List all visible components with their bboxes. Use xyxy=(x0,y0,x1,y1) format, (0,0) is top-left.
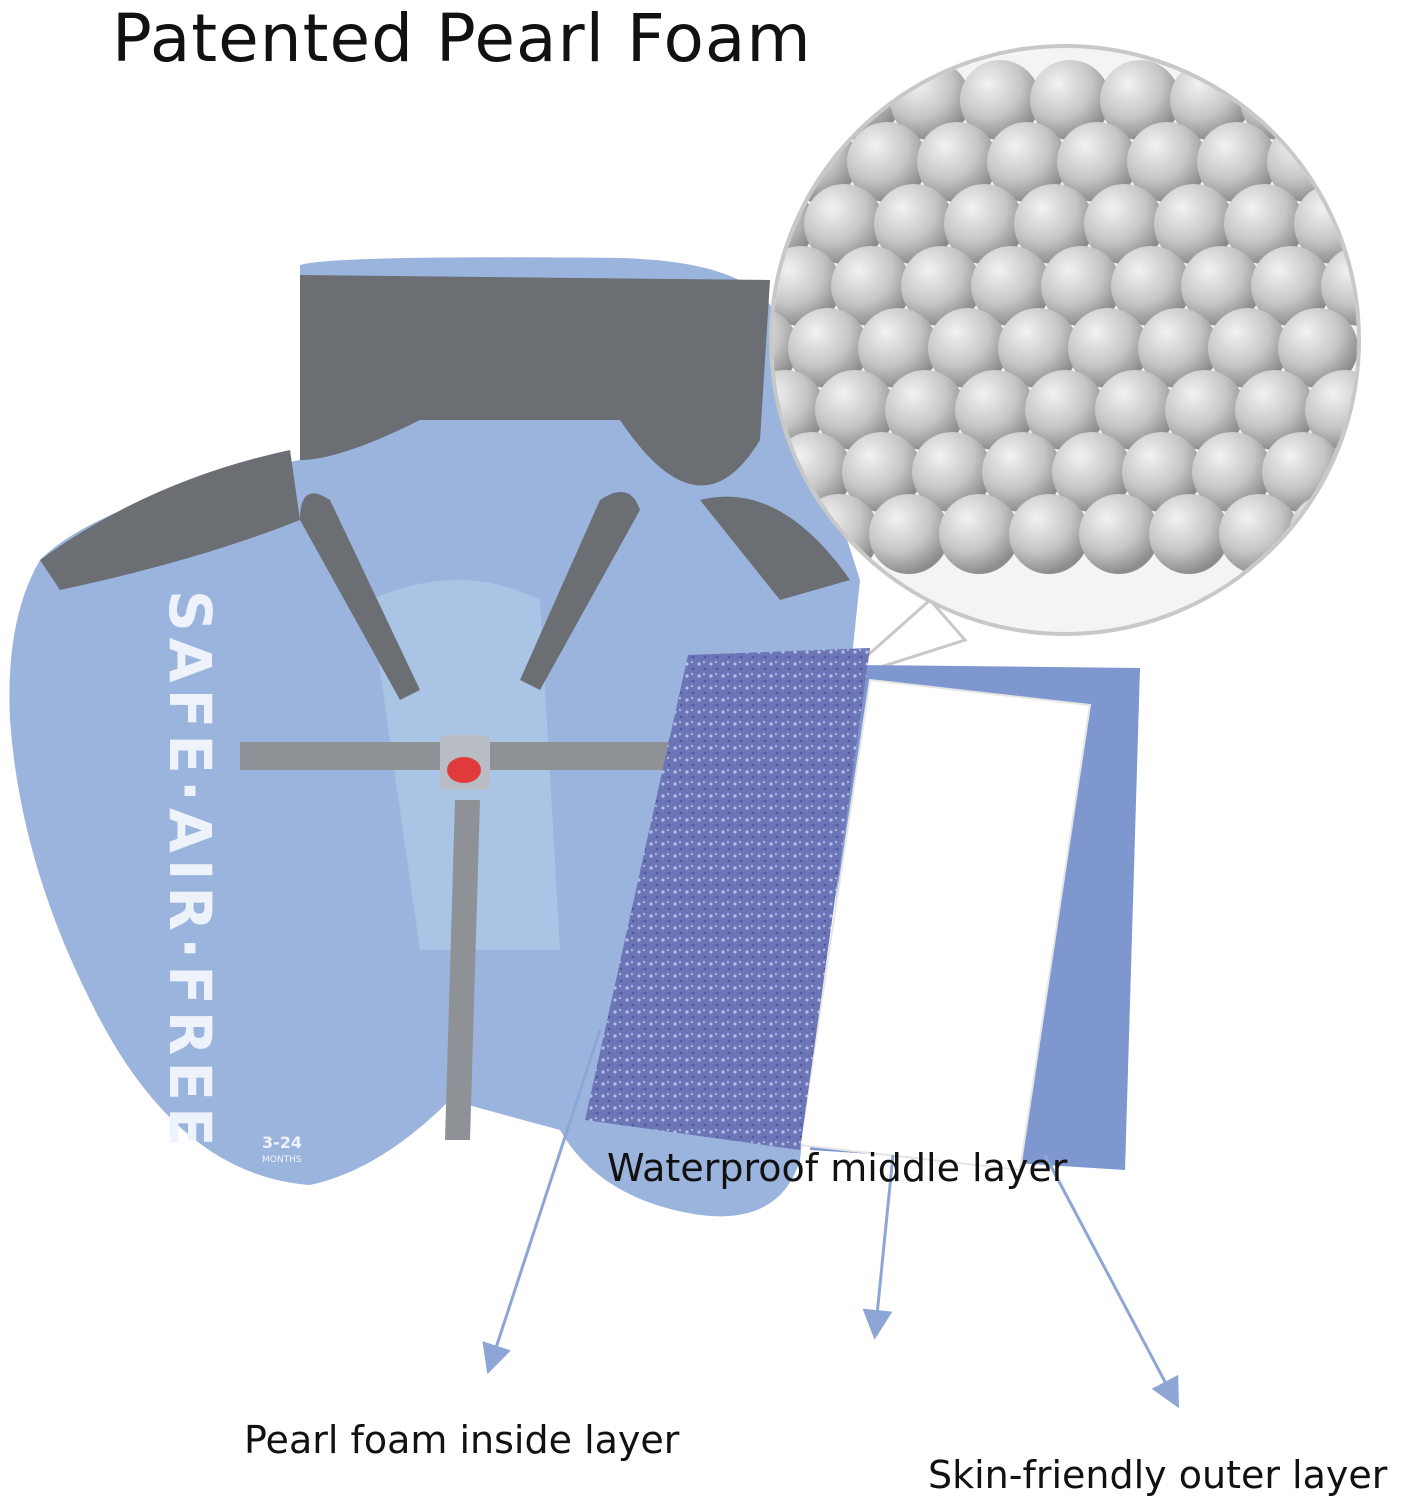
foam-sphere xyxy=(1111,246,1191,326)
crotch-strap xyxy=(445,800,480,1140)
headrest-panel xyxy=(300,275,770,486)
foam-sphere xyxy=(1079,494,1159,574)
foam-sphere xyxy=(1084,184,1164,264)
foam-sphere xyxy=(1235,370,1315,450)
foam-sphere xyxy=(1041,246,1121,326)
foam-sphere xyxy=(815,370,895,450)
foam-sphere xyxy=(1100,60,1180,140)
label-middle-layer: Waterproof middle layer xyxy=(607,1146,1068,1190)
foam-sphere xyxy=(1052,432,1132,512)
foam-sphere xyxy=(885,370,965,450)
foam-sphere xyxy=(1208,308,1288,388)
foam-sphere xyxy=(928,308,1008,388)
foam-sphere xyxy=(1122,432,1202,512)
foam-layer xyxy=(585,648,870,1150)
foam-sphere xyxy=(1127,122,1207,202)
foam-sphere xyxy=(788,308,868,388)
arrow-inside-layer xyxy=(482,1029,602,1375)
foam-sphere xyxy=(858,308,938,388)
label-outer-layer: Skin-friendly outer layer xyxy=(928,1453,1388,1497)
foam-sphere xyxy=(831,246,911,326)
foam-sphere xyxy=(842,432,922,512)
foam-sphere xyxy=(1057,122,1137,202)
foam-sphere xyxy=(1149,494,1229,574)
foam-sphere xyxy=(1224,184,1304,264)
middle-layer xyxy=(798,678,1092,1172)
float-age-unit-print: MONTHS xyxy=(262,1155,302,1165)
foam-sphere xyxy=(847,122,927,202)
harness-strap-right xyxy=(520,492,640,690)
foam-sphere xyxy=(917,122,997,202)
foam-sphere xyxy=(1321,246,1357,326)
arrow-outer-layer xyxy=(1043,1154,1180,1409)
label-inside-layer: Pearl foam inside layer xyxy=(244,1418,680,1462)
foam-sphere xyxy=(1165,370,1245,450)
foam-sphere xyxy=(987,122,1067,202)
layer-diagram xyxy=(585,648,1140,1172)
baby-float xyxy=(9,257,860,1217)
foam-sphere xyxy=(1068,308,1148,388)
foam-sphere xyxy=(955,370,1035,450)
harness-strap-left xyxy=(300,493,420,700)
foam-sphere xyxy=(1192,432,1272,512)
foam-sphere xyxy=(773,308,798,388)
foam-sphere xyxy=(1009,494,1089,574)
foam-sphere xyxy=(874,184,954,264)
foam-sphere xyxy=(1289,494,1357,574)
foam-sphere xyxy=(869,494,949,574)
foam-sphere xyxy=(901,246,981,326)
foam-sphere xyxy=(912,432,992,512)
foam-sphere xyxy=(1025,370,1105,450)
float-age-print: 3-24 xyxy=(262,1133,302,1152)
foam-sphere xyxy=(773,370,825,450)
foam-sphere xyxy=(1197,122,1277,202)
foam-sphere xyxy=(1154,184,1234,264)
foam-sphere xyxy=(1310,60,1357,140)
foam-sphere xyxy=(1251,246,1331,326)
page-title: Patented Pearl Foam xyxy=(112,0,812,77)
foam-sphere xyxy=(982,432,1062,512)
foam-sphere xyxy=(944,184,1024,264)
foam-sphere xyxy=(804,184,884,264)
foam-sphere xyxy=(971,246,1051,326)
foam-sphere xyxy=(1305,370,1357,450)
foam-sphere xyxy=(998,308,1078,388)
foam-sphere xyxy=(1181,246,1261,326)
foam-sphere xyxy=(1095,370,1175,450)
arrow-middle-layer xyxy=(862,1154,895,1340)
foam-sphere xyxy=(1138,308,1218,388)
foam-sphere xyxy=(1030,60,1110,140)
foam-sphere xyxy=(1014,184,1094,264)
foam-sphere xyxy=(1337,122,1357,202)
float-brand-print: SAFE·AIR·FREE xyxy=(156,590,224,1153)
foam-sphere xyxy=(1278,308,1357,388)
foam-sphere xyxy=(960,60,1040,140)
foam-sphere xyxy=(939,494,1019,574)
